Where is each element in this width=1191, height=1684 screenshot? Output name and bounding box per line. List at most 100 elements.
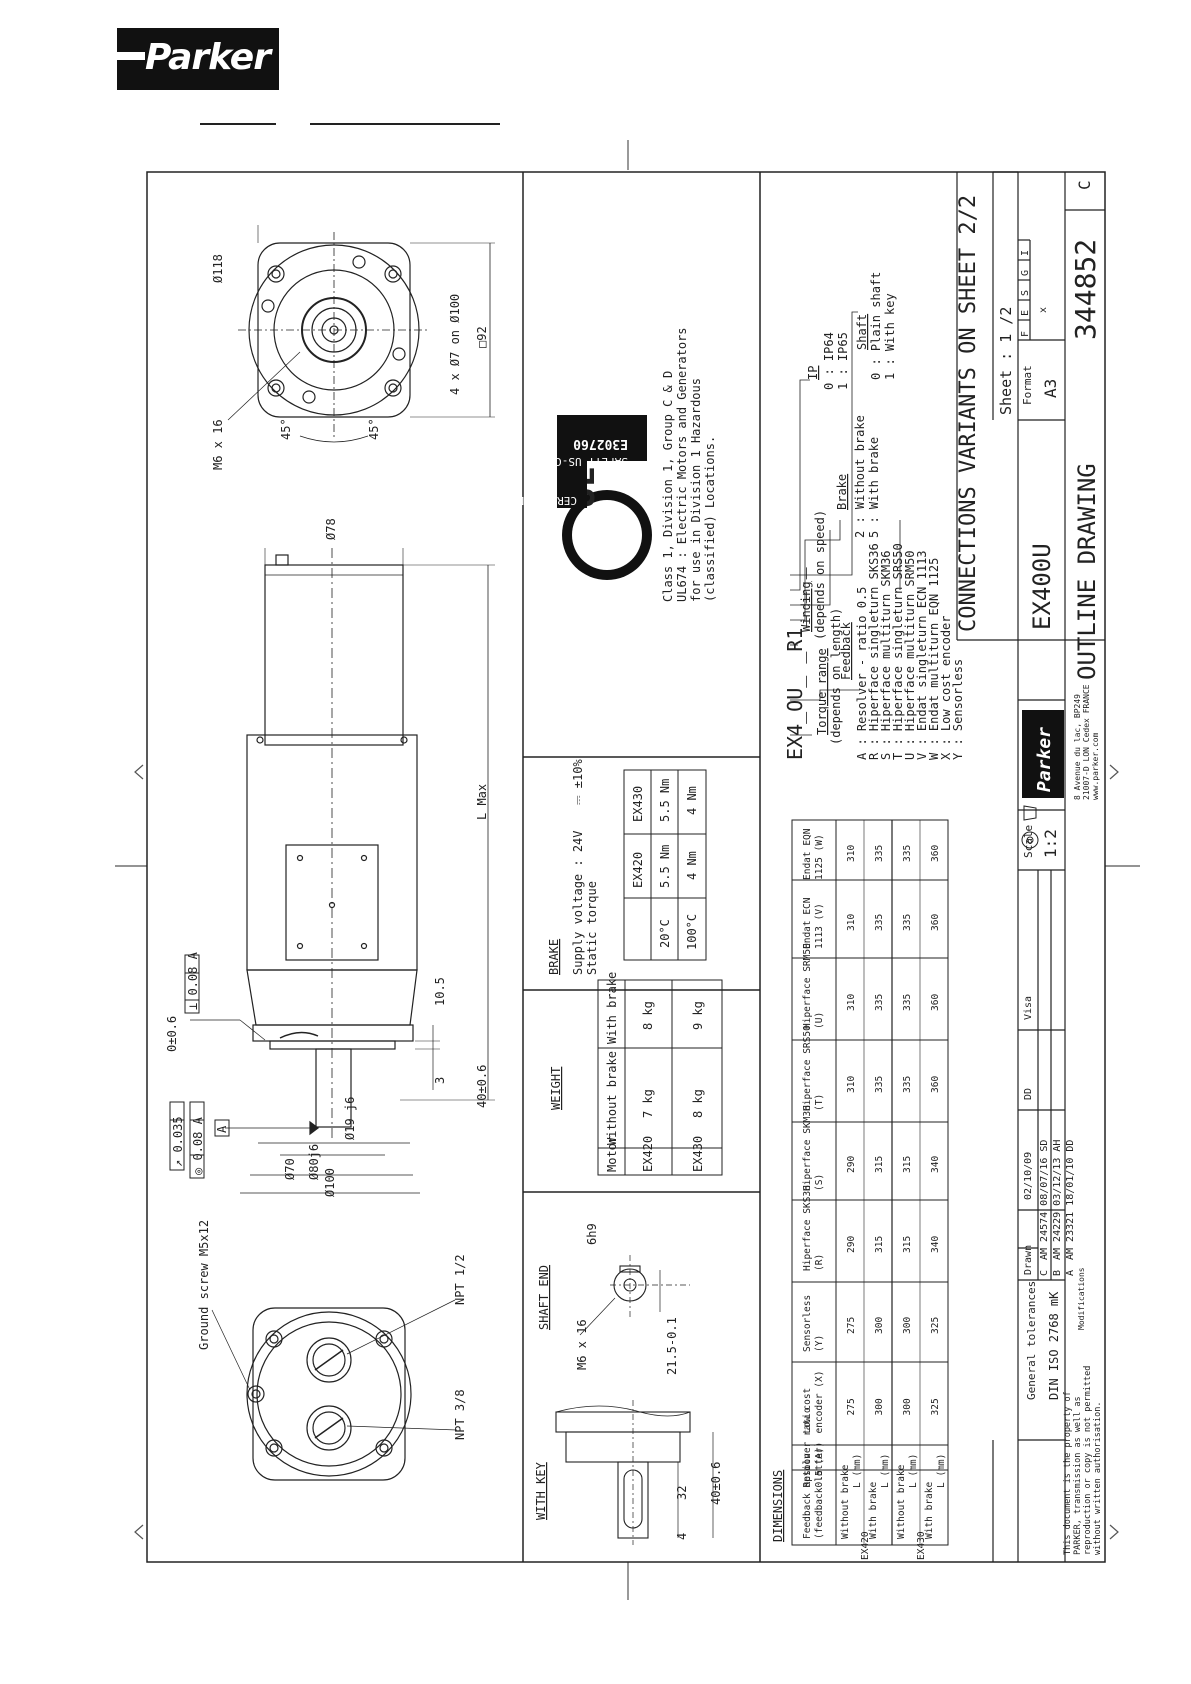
dim-header-10-sub: 1125 (W) [814, 834, 825, 880]
dim-header-3-sub: encoder (X) [814, 1371, 825, 1434]
parker-logo: Parker [117, 28, 279, 90]
feedback-item: S : Hiperface multiturn SKM36 [879, 550, 893, 760]
ul-certified: CERTIFIED [517, 494, 577, 507]
dim-row-unit: L (mm) [908, 1454, 919, 1488]
title-block-grid [956, 171, 1105, 1562]
dim-cell: 300 [874, 1398, 885, 1415]
front-tap: M6 x 16 [211, 419, 225, 470]
shaft-d215: 21.5-0.1 [665, 1317, 679, 1375]
dim-cell-dup: 335 [902, 845, 913, 862]
dim-header-10: Endat EQN [802, 828, 813, 880]
side-d80: Ø80j6 [307, 1144, 321, 1180]
with-key-title: WITH KEY [534, 1461, 548, 1520]
dim-group-EX420: EX420 [860, 1531, 871, 1560]
dim-cell-dup: 340 [930, 1156, 941, 1173]
side-d78: Ø78 [324, 518, 338, 540]
cert-line-3: for use in Division 1 Hazardous [689, 378, 703, 602]
code-brake: Brake [835, 474, 849, 510]
ul-file: E302760 [573, 436, 628, 451]
tb-mod-a: AM 23321 18/01/10 DD [1065, 1140, 1076, 1260]
tb-scale: 1:2 [1041, 829, 1060, 858]
dimensions-table [791, 819, 949, 1546]
code-shaft-1: 0 : Plain shaft [869, 272, 883, 380]
tb-addr-3: www.parker.com [1091, 732, 1100, 800]
tb-format: A3 [1041, 379, 1060, 398]
weight-r1c0: EX420 [641, 1136, 655, 1172]
dim-cell: 335 [902, 1076, 913, 1093]
shaft-d4: 4 [675, 1533, 689, 1540]
feedback-item: X : Low cost encoder [939, 616, 953, 761]
brake-r2c0: 100°C [685, 914, 699, 950]
front-square: □92 [475, 326, 489, 348]
dim-header-2: Resolver ratio [802, 1407, 813, 1487]
cert-line-4: (classified) Locations. [703, 436, 717, 602]
code-ip: IP [806, 366, 820, 380]
shaft-end-title: SHAFT END [537, 1265, 551, 1330]
tb-mod-b: AM 24229 03/12/13 AH [1052, 1140, 1063, 1260]
brake-supply: Supply voltage : 24V [571, 831, 585, 976]
tb-drawn-date: 02/10/09 [1023, 1152, 1034, 1200]
front-d118: Ø118 [211, 254, 225, 283]
tb-e: E [1020, 310, 1031, 316]
dim-row-label: Without brake [840, 1464, 851, 1539]
tb-mod-a-rev: A [1065, 1270, 1076, 1276]
dim-header-9: Endat ECN [802, 897, 813, 949]
tb-number: 344852 [1069, 239, 1102, 340]
dim-row-unit: L (mm) [880, 1454, 891, 1488]
tb-prop-3: reproduction or copy is not permitted [1083, 1366, 1093, 1555]
tb-logo-text: Parker [1034, 727, 1055, 792]
side-tol1: 0±0.6 [165, 1016, 179, 1052]
dim-cell: 315 [902, 1236, 913, 1253]
weight-table [597, 979, 723, 1176]
brake-h2: EX430 [631, 786, 645, 822]
rear-npt38: NPT 3/8 [453, 1389, 467, 1440]
dim-cell-dup: 300 [902, 1317, 913, 1334]
shaft-d40: 40±0.6 [709, 1462, 723, 1505]
tb-model: EX400U [1028, 543, 1056, 630]
front-holes: 4 x Ø7 on Ø100 [448, 294, 462, 395]
dim-header-5-sub: (R) [814, 1254, 825, 1271]
dim-cell-dup: 360 [930, 845, 941, 862]
feedback-item: W : Endat multiturn EQN 1125 [927, 558, 941, 760]
ul-certification: UL CERTIFIED SAFETY US-CA E302760 [517, 415, 652, 580]
side-run: ↗ 0.035 [171, 1116, 185, 1167]
front-angle1: 45° [279, 418, 293, 440]
side-dim105: 10.5 [433, 977, 447, 1006]
dim-cell-dup: 315 [874, 1156, 885, 1173]
shaft-m6: M6 x 16 [575, 1319, 589, 1370]
tb-g: G [1020, 270, 1031, 276]
side-perp: ⊥ 0.08 A [186, 951, 200, 1010]
code-shaft: Shaft [855, 314, 869, 350]
tb-fesgi-mark: x [1038, 307, 1049, 313]
tb-mod-c-rev: C [1039, 1270, 1050, 1276]
weight-h0: Motor [605, 1136, 619, 1172]
feedback-item: A : Resolver - ratio 0.5 [855, 587, 869, 760]
side-datum: A [215, 1125, 229, 1133]
brake-table [623, 769, 707, 961]
tb-tol-std: DIN ISO 2768 mK [1047, 1291, 1061, 1400]
tb-mod-b-rev: B [1052, 1270, 1063, 1276]
dim-cell: 300 [902, 1398, 913, 1415]
dim-cell-dup: 290 [846, 1156, 857, 1173]
dim-header-8-sub: (U) [814, 1012, 825, 1029]
side-lmax: L Max [475, 784, 489, 820]
code-winding: Winding [799, 581, 813, 632]
dim-header-3: Low cost [802, 1388, 813, 1434]
tb-i: I [1020, 250, 1031, 256]
code-ip-1: 0 : IP64 [822, 332, 836, 390]
dim-cell: 360 [930, 914, 941, 931]
weight-r2c1: 8 kg [691, 1089, 705, 1118]
dim-row-label: Without brake [896, 1464, 907, 1539]
side-d100: Ø100 [323, 1168, 337, 1197]
feedback-item: R : Hiperface singleturn SKS36 [867, 543, 881, 760]
brake-r1c1: 5.5 Nm [658, 845, 672, 888]
feedback-item: U : Hiperface multiturn SRM50 [903, 550, 917, 760]
dim-header-option: Feedback option [802, 1453, 813, 1539]
weight-r1c1: 7 kg [641, 1089, 655, 1118]
side-view [190, 548, 495, 1194]
code-torque-sub: (depends on length) [829, 608, 843, 745]
rear-npt12: NPT 1/2 [453, 1254, 467, 1305]
outer-frame [146, 171, 1106, 1563]
rear-view [211, 1299, 458, 1481]
weight-title: WEIGHT [549, 1067, 563, 1110]
